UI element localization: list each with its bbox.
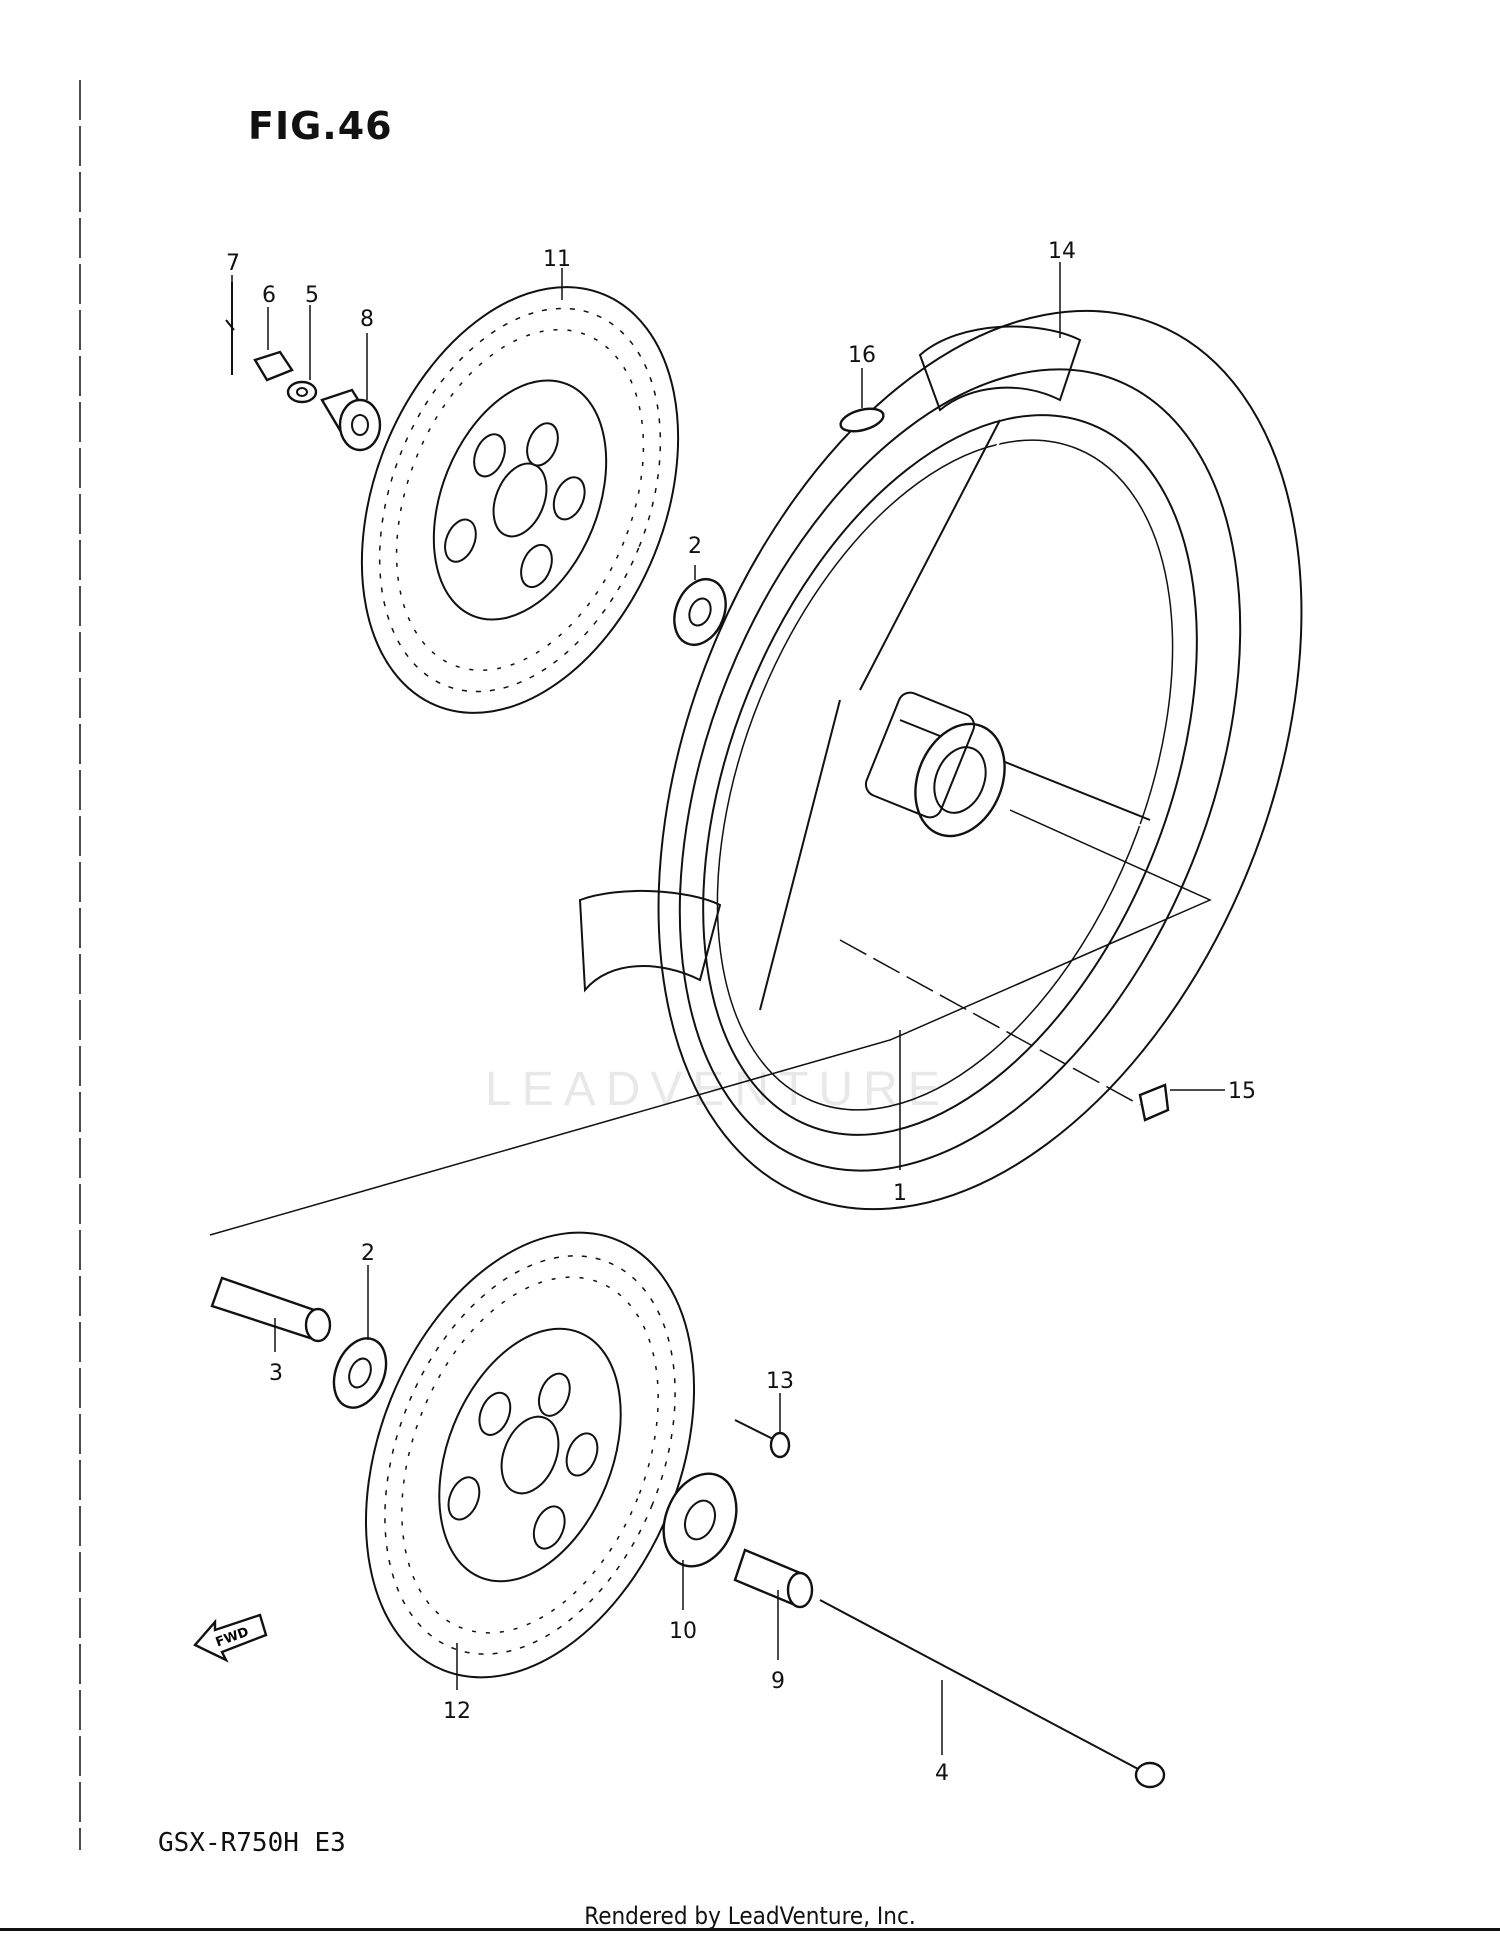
callout-9: 9	[771, 1669, 785, 1694]
cotter-pin	[225, 282, 235, 375]
callout-14: 14	[1048, 239, 1076, 264]
callout-15: 15	[1228, 1079, 1256, 1104]
model-code: GSX-R750H E3	[158, 1828, 346, 1858]
axle-spacer	[733, 1548, 814, 1609]
washer	[286, 380, 318, 404]
bearing-lower	[332, 1337, 388, 1409]
front-wheel-assembly	[209, 309, 1303, 1236]
figure-title: FIG.46	[248, 104, 393, 148]
callout-2-upper: 2	[688, 534, 702, 559]
footer-credit: Rendered by LeadVenture, Inc.	[584, 1902, 916, 1930]
axle-nut	[253, 350, 294, 382]
callout-16: 16	[848, 343, 876, 368]
callout-1: 1	[893, 1181, 907, 1206]
brake-disc-upper	[360, 286, 680, 714]
callout-6: 6	[262, 283, 276, 308]
footer-rule	[0, 1928, 1500, 1931]
callout-12: 12	[443, 1699, 471, 1724]
callout-5: 5	[305, 283, 319, 308]
front-axle	[819, 1597, 1166, 1789]
fwd-arrow-icon: FWD	[193, 1613, 268, 1663]
callout-7: 7	[226, 251, 240, 276]
disc-bolt	[734, 1419, 791, 1459]
callout-10: 10	[669, 1619, 697, 1644]
callout-11: 11	[543, 247, 571, 272]
collar	[320, 388, 382, 452]
callout-numbers: 1 2 2 3 4 5 6 7 8 9 10 11 12 13 14 15 16	[226, 239, 1256, 1786]
leader-lines	[231, 262, 1225, 1755]
callout-2-lower: 2	[361, 1241, 375, 1266]
callout-8: 8	[360, 307, 374, 332]
bearing-upper	[673, 578, 727, 646]
spacer	[210, 1276, 332, 1343]
callout-3: 3	[269, 1361, 283, 1386]
valve-cap	[839, 407, 885, 433]
callout-4: 4	[935, 1761, 949, 1786]
collar-lower	[662, 1472, 738, 1568]
callout-13: 13	[766, 1369, 794, 1394]
air-valve	[1138, 1083, 1170, 1122]
